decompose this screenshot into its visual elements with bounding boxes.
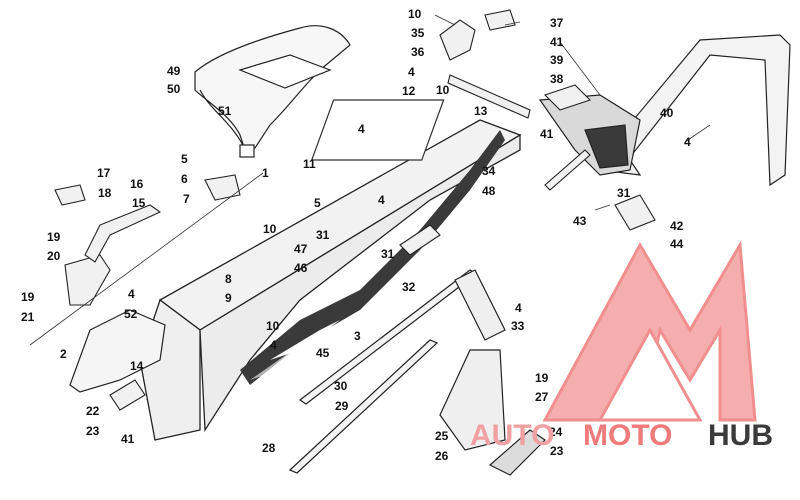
callout-16: 16 <box>130 177 144 191</box>
callout-21: 21 <box>21 310 35 324</box>
callout-41b: 41 <box>540 127 554 141</box>
callout-46: 46 <box>294 261 308 275</box>
tunnel-frame <box>139 99 522 441</box>
callout-40: 40 <box>660 106 674 120</box>
callout-45: 45 <box>316 346 330 360</box>
running-board-pieces <box>439 269 546 476</box>
callout-24: 24 <box>549 425 563 439</box>
callout-5a: 5 <box>181 152 188 166</box>
callout-4c: 4 <box>128 287 135 301</box>
callout-23b: 23 <box>550 444 564 458</box>
callout-43: 43 <box>573 214 587 228</box>
callout-41a: 41 <box>550 35 564 49</box>
callout-29: 29 <box>335 399 349 413</box>
callout-30: 30 <box>334 379 348 393</box>
callout-15: 15 <box>132 196 146 210</box>
callout-25: 25 <box>435 429 449 443</box>
callout-50: 50 <box>167 82 181 96</box>
callout-37: 37 <box>550 16 564 30</box>
callout-labels: 1 2 3 4 4 4 4 4 4 4 5 5 6 7 8 9 10 10 10… <box>21 7 691 463</box>
callout-14: 14 <box>130 359 144 373</box>
callout-22: 22 <box>86 404 100 418</box>
seat <box>194 25 351 158</box>
callout-1: 1 <box>262 166 269 180</box>
callout-23a: 23 <box>86 424 100 438</box>
callout-4b: 4 <box>378 193 385 207</box>
callout-44: 44 <box>670 237 684 251</box>
watermark-part1: AUTO <box>470 419 554 452</box>
callout-39: 39 <box>550 53 564 67</box>
callout-38: 38 <box>550 72 564 86</box>
callout-4g: 4 <box>408 65 415 79</box>
callout-8: 8 <box>225 272 232 286</box>
callout-10a: 10 <box>408 7 422 21</box>
watermark-logo <box>542 240 757 422</box>
callout-4a: 4 <box>358 122 365 136</box>
callout-2: 2 <box>60 347 67 361</box>
callout-5b: 5 <box>314 196 321 210</box>
callout-9: 9 <box>225 291 232 305</box>
callout-19b: 19 <box>21 290 35 304</box>
callout-19a: 19 <box>47 230 61 244</box>
watermark-part2: MOTO <box>583 419 672 452</box>
callout-51: 51 <box>218 104 232 118</box>
watermark-wordmark: AUTO MOTO HUB <box>470 419 773 452</box>
callout-11: 11 <box>303 157 316 171</box>
callout-13: 13 <box>474 104 488 118</box>
callout-10b: 10 <box>436 83 450 97</box>
callout-32: 32 <box>402 280 416 294</box>
callout-7: 7 <box>183 192 190 206</box>
callout-4d: 4 <box>270 338 277 352</box>
leader-lines <box>29 14 711 346</box>
callout-36: 36 <box>411 45 425 59</box>
callout-19c: 19 <box>535 371 549 385</box>
callout-42: 42 <box>670 219 684 233</box>
callout-52: 52 <box>124 307 138 321</box>
small-parts <box>54 9 656 411</box>
callout-17: 17 <box>97 166 111 180</box>
callout-26: 26 <box>435 449 449 463</box>
callout-10d: 10 <box>266 319 280 333</box>
callout-20: 20 <box>47 249 61 263</box>
callout-4f: 4 <box>684 135 691 149</box>
callout-34: 34 <box>482 164 496 178</box>
front-side-plate <box>69 309 166 393</box>
callout-33: 33 <box>511 319 525 333</box>
callout-27: 27 <box>535 390 549 404</box>
callout-10c: 10 <box>263 222 277 236</box>
watermark-part3: HUB <box>708 419 773 452</box>
callout-41c: 41 <box>121 432 135 446</box>
callout-31c: 31 <box>617 186 631 200</box>
callout-28: 28 <box>262 441 276 455</box>
callout-4e: 4 <box>515 301 522 315</box>
callout-31b: 31 <box>381 247 395 261</box>
callout-48: 48 <box>482 184 496 198</box>
tunnel-decal <box>240 130 505 385</box>
callout-12: 12 <box>402 84 416 98</box>
callout-31a: 31 <box>316 228 330 242</box>
callout-18: 18 <box>98 186 112 200</box>
callout-35: 35 <box>411 26 425 40</box>
callout-3: 3 <box>354 329 361 343</box>
callout-47: 47 <box>294 242 308 256</box>
callout-6: 6 <box>181 172 188 186</box>
callout-49: 49 <box>167 64 181 78</box>
rear-flap <box>538 94 641 176</box>
